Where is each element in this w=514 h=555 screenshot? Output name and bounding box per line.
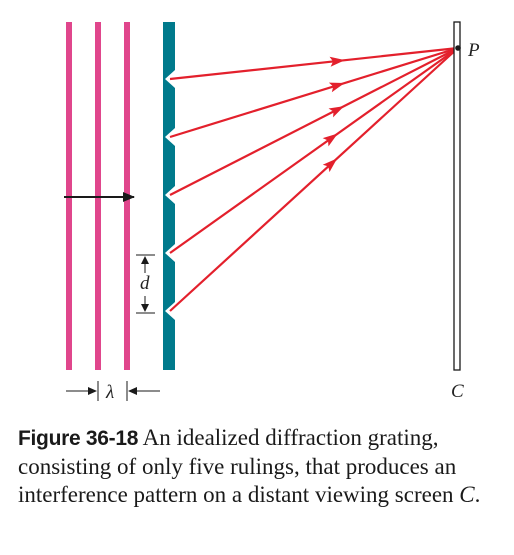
spacing-indicator: d <box>136 254 155 314</box>
ray-arrowhead <box>329 56 345 67</box>
ray-arrowhead <box>322 133 338 147</box>
diffracted-ray <box>169 47 459 196</box>
diffracted-ray <box>169 47 459 312</box>
diffracted-rays <box>169 46 459 312</box>
figure-number: Figure 36-18 <box>18 427 139 450</box>
figure-caption: Figure 36-18 An idealized diffraction gr… <box>18 424 508 509</box>
ray-arrowhead <box>328 82 345 93</box>
caption-end: . <box>474 482 481 507</box>
diffracted-ray <box>169 46 459 81</box>
point-p-dot <box>455 45 461 51</box>
diffracted-ray <box>169 47 459 254</box>
wavelength-indicator: λ <box>66 381 160 403</box>
diffraction-grating-diagram: d P C λ <box>64 21 480 403</box>
diffracted-ray <box>169 46 459 139</box>
viewing-screen <box>453 21 461 371</box>
caption-text: An idealized diffraction grating, consis… <box>18 425 457 507</box>
grating <box>163 22 175 370</box>
grating-body <box>163 22 175 370</box>
spacing-label: d <box>140 273 150 294</box>
screen-label: C <box>451 381 464 402</box>
caption-screen-name: C <box>459 482 475 507</box>
wavelength-label: λ <box>105 382 114 403</box>
point-p-label: P <box>467 40 480 61</box>
ray-arrowhead <box>322 158 338 173</box>
ray-arrowhead <box>328 106 345 118</box>
